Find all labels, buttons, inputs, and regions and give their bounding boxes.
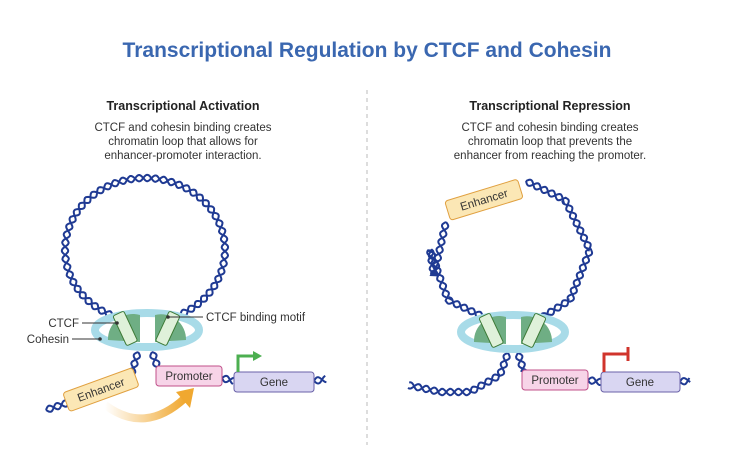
left-cohesin-complex (91, 309, 203, 351)
left-gene-tail-dna-strand-2 (313, 376, 327, 384)
right-promoter-label: Promoter (531, 375, 578, 387)
ctcf-label: CTCF (48, 318, 79, 330)
transcription-repressed-line (602, 352, 628, 372)
left-tail-dna-strand-1 (45, 401, 71, 413)
left-gene-box (233, 371, 315, 393)
right-gene-label: Gene (626, 377, 654, 389)
left-enhancer: Enhancer (63, 367, 139, 412)
left-desc-2: chromatin loop that allows for (108, 136, 258, 148)
right-loop-left-dna-strand-2 (427, 221, 496, 323)
left-linker-dna-strand-2 (221, 374, 234, 385)
left-heading: Transcriptional Activation (106, 99, 259, 113)
right-loop-right-dna-strand-2 (525, 178, 594, 323)
transcription-active-arrow (236, 354, 254, 372)
interaction-arrowhead (176, 388, 194, 408)
ctcf-motif-right (155, 311, 181, 346)
left-gene-label: Gene (260, 377, 288, 389)
right-linker-dna-strand-2 (587, 376, 601, 386)
right-enhancer: Enhancer (444, 179, 523, 221)
right-promoter-box (521, 369, 589, 391)
right-gene-tail-dna-strand-2 (679, 377, 691, 383)
ctcf-motif-left (478, 313, 504, 348)
left-loop-dna-strand-2 (60, 173, 230, 325)
left-desc-3: enhancer-promoter interaction. (104, 150, 261, 162)
right-dna (407, 178, 691, 397)
motif-pointer-dot (166, 315, 170, 319)
left-gene-tail-dna-strand-1 (313, 375, 326, 385)
interaction-arrow (102, 395, 188, 423)
right-tail-dna-strand-1 (408, 352, 509, 397)
right-tail-dna-strand-2 (407, 352, 511, 397)
cohesin-ring (457, 311, 569, 353)
left-linker-dna-strand-1 (221, 376, 235, 384)
title: Transcriptional Regulation by CTCF and C… (123, 39, 612, 62)
cohesin-pointer-dot (98, 337, 102, 341)
ctcf-motif-left (112, 311, 138, 346)
left-dna (45, 173, 327, 413)
transcription-arrowhead (253, 351, 262, 361)
right-gene-box (600, 371, 681, 393)
right-promoter-dna-strand-2 (517, 352, 527, 372)
right-desc-1: CTCF and cohesin binding creates (461, 122, 638, 134)
right-linker-dna-strand-1 (587, 377, 602, 385)
left-promoter-label: Promoter (165, 371, 212, 383)
motif-label: CTCF binding motif (206, 312, 306, 324)
right-heading: Transcriptional Repression (469, 99, 630, 113)
ctcf-pointer-dot (115, 321, 119, 325)
left-desc-1: CTCF and cohesin binding creates (94, 122, 271, 134)
cohesin-label: Cohesin (27, 334, 69, 346)
cohesin-ring (91, 309, 203, 351)
left-tail-dna-strand-2 (45, 399, 71, 411)
right-desc-2: chromatin loop that prevents the (468, 136, 632, 148)
right-loop-left-dna-strand-1 (426, 221, 493, 326)
right-enhancer-box (444, 179, 523, 221)
left-promoter-dna-strand-2 (151, 351, 160, 369)
left-enhancer-box (63, 367, 139, 412)
right-loop-right-dna-strand-1 (525, 180, 592, 325)
ctcf-motif-right (521, 313, 547, 348)
right-desc-3: enhancer from reaching the promoter. (454, 150, 646, 162)
left-promoter-box (155, 365, 223, 387)
right-cohesin-complex (457, 311, 569, 353)
